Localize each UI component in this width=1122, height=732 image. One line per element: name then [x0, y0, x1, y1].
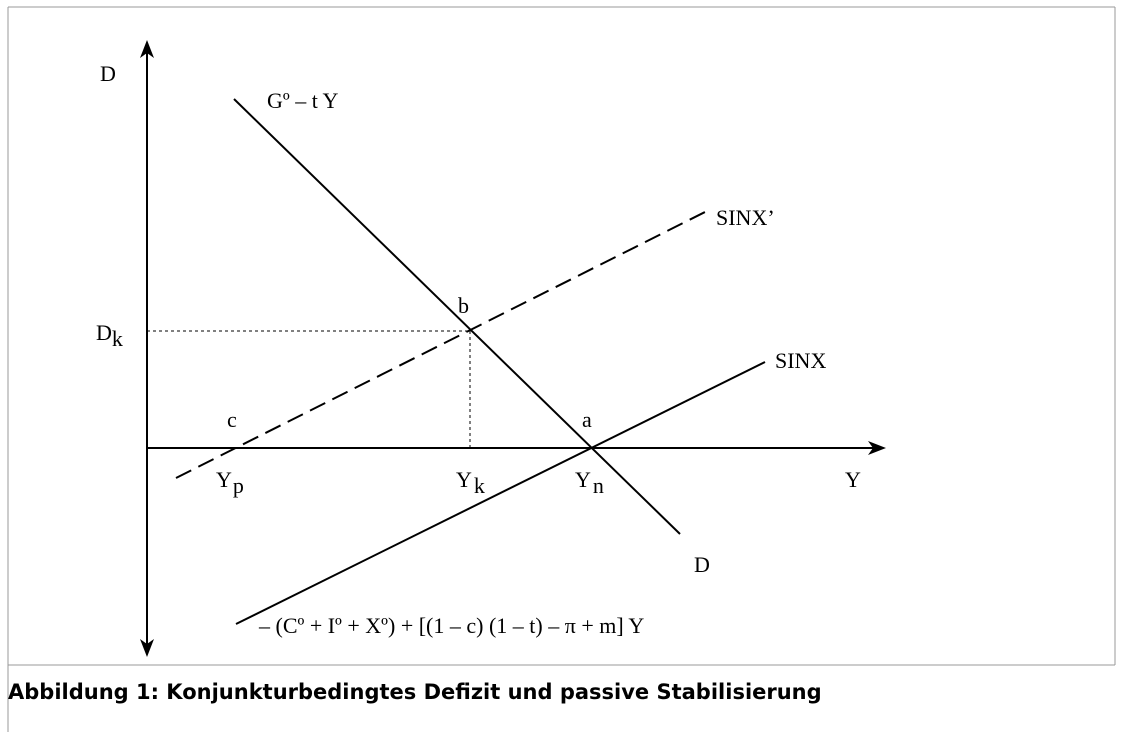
y-axis-arrow-top	[140, 40, 154, 58]
tick-label-dk-sub: k	[112, 326, 123, 351]
sinx-shifted-line	[175, 211, 706, 479]
sinx-equation: – (Cº + Iº + Xº) + [(1 – c) (1 – t) – π …	[258, 613, 644, 638]
figure-caption: Abbildung 1: Konjunkturbedingtes Defizit…	[8, 680, 822, 704]
tick-label-yk-sub: k	[474, 473, 485, 498]
budget-line-end-label: D	[694, 552, 710, 577]
point-c-label: c	[227, 407, 237, 432]
point-b-label: b	[458, 293, 469, 318]
tick-label-yp-base: Y	[216, 467, 232, 492]
y-axis-label: D	[100, 61, 116, 86]
sinx-line	[235, 361, 766, 625]
tick-label-yp-sub: p	[233, 473, 244, 498]
tick-label-dk-base: D	[96, 320, 112, 345]
tick-label-yk-base: Y	[456, 467, 472, 492]
point-a-label: a	[582, 407, 592, 432]
budget-line-label: Gº – t Y	[267, 88, 339, 113]
tick-label-yn: Yn	[575, 467, 604, 498]
budget-line	[233, 98, 681, 535]
sinx-shifted-label: SINX’	[716, 205, 775, 230]
y-axis-arrow-bottom	[140, 639, 154, 657]
tick-label-dk: Dk	[96, 320, 123, 351]
tick-label-yk: Yk	[456, 467, 485, 498]
tick-label-yn-sub: n	[593, 473, 604, 498]
x-axis-arrow	[868, 441, 886, 455]
tick-label-yn-base: Y	[575, 467, 591, 492]
sinx-label: SINX	[775, 348, 826, 373]
x-axis-label: Y	[845, 467, 861, 492]
